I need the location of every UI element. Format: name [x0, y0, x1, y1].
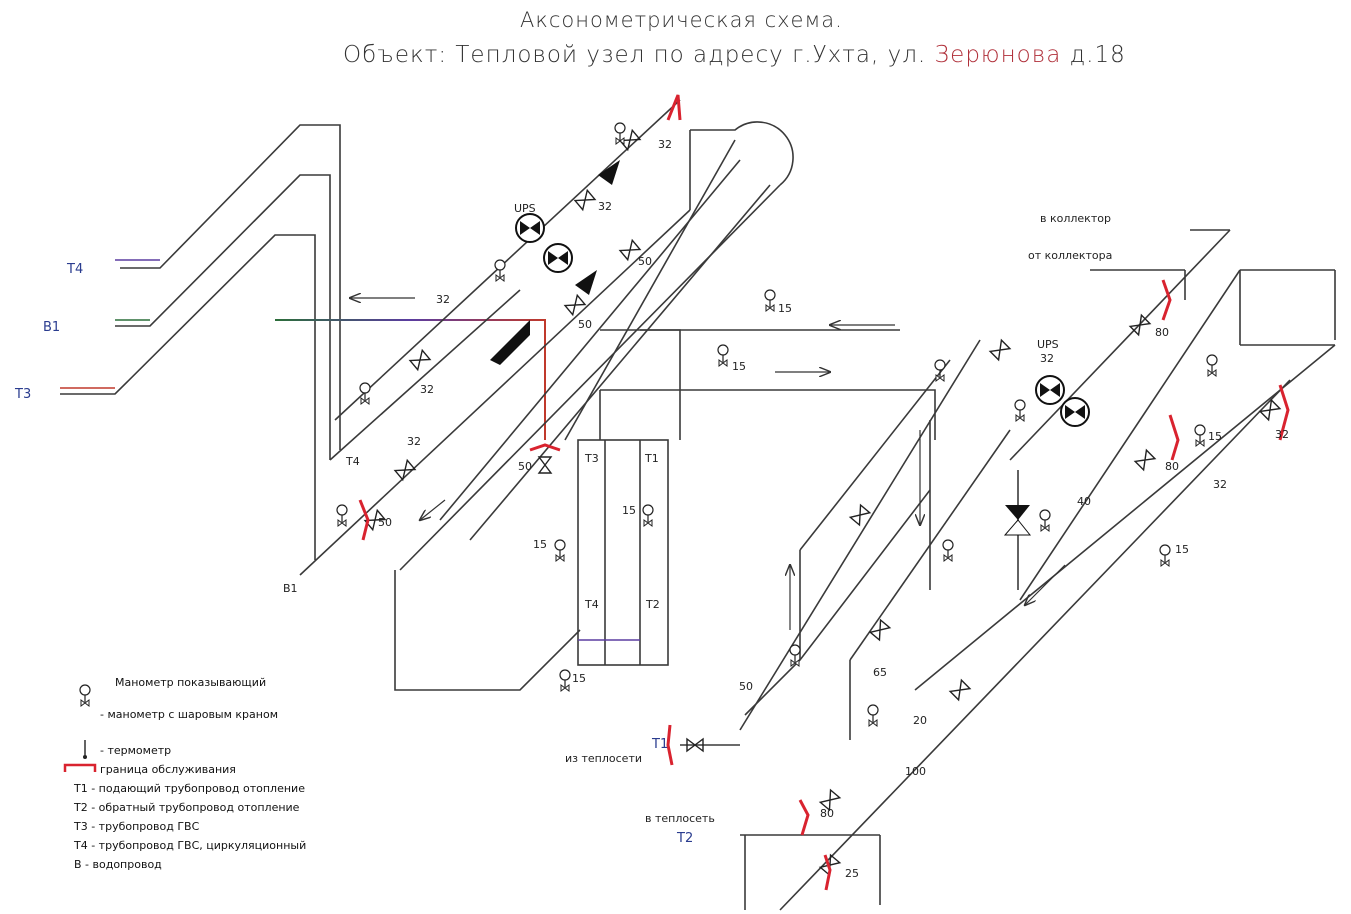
right-pipes: [640, 229, 1336, 911]
pumps: [515, 213, 1090, 427]
expansion-cylinder: [439, 159, 771, 541]
flow-arrows: [420, 325, 1066, 630]
label-dn25: 25: [845, 867, 859, 880]
label-t3b: Т3: [584, 452, 599, 465]
label-t4: Т4: [66, 262, 83, 277]
upper-diagonal-pipes: [299, 99, 794, 576]
label-dn32b: 32: [658, 138, 672, 151]
label-dn15b: 15: [732, 360, 746, 373]
label-dn20: 20: [913, 714, 927, 727]
label-pump2-dn: 32: [1040, 352, 1054, 365]
riser-pipes: [60, 124, 341, 560]
label-dn15g: 15: [1175, 543, 1189, 556]
legend-t3: Т3 - трубопровод ГВС: [74, 820, 200, 833]
label-dn15e: 15: [572, 672, 586, 685]
label-dn15f: 15: [1208, 430, 1222, 443]
label-t1b: Т1: [644, 452, 659, 465]
label-pump1: UPS: [514, 202, 536, 215]
label-to-collector: в коллектор: [1040, 212, 1111, 225]
label-dn50a: 50: [638, 255, 652, 268]
label-pump2: UPS: [1037, 338, 1059, 351]
label-dn80c: 80: [820, 807, 834, 820]
label-t4c: Т4: [345, 455, 360, 468]
label-dn65: 65: [873, 666, 887, 679]
label-t4b: Т4: [584, 598, 599, 611]
label-dn32g: 32: [1213, 478, 1227, 491]
check-valves: [490, 160, 1032, 536]
label-dn32c: 32: [598, 200, 612, 213]
legend-t1: Т1 - подающий трубопровод отопление: [74, 782, 305, 795]
label-dn32e: 32: [407, 435, 421, 448]
scheme-title: Аксонометрическая схема.: [520, 8, 843, 32]
legend-manometer: Манометр показывающий: [115, 676, 267, 689]
label-to-heatnet: в теплосеть: [645, 812, 715, 825]
pipe-labels: Т4 В1 Т3 Т1 Т2: [14, 262, 693, 846]
legend-t2: Т2 - обратный трубопровод отопление: [74, 801, 300, 814]
legend-manometer-valve: - манометр с шаровым краном: [100, 708, 278, 721]
heat-exchanger: [394, 329, 936, 691]
label-dn32f: 32: [1275, 428, 1289, 441]
label-dn80b: 80: [1165, 460, 1179, 473]
house-number: д.18: [1061, 42, 1126, 68]
node-labels: Т3 Т1 Т4 Т2 В1 Т4 UPS UPS 32 в коллектор…: [283, 138, 1289, 880]
label-dn80a: 80: [1155, 326, 1169, 339]
label-from-heatnet: из теплосети: [565, 752, 642, 765]
label-t3: Т3: [14, 387, 31, 402]
legend-t4: Т4 - трубопровод ГВС, циркуляционный: [74, 839, 307, 852]
legend-b1: В - водопровод: [74, 858, 162, 871]
label-t2b: Т2: [645, 598, 660, 611]
legend-thermometer: - термометр: [100, 744, 172, 757]
pipe-t3-horizontal: [275, 319, 546, 440]
label-t2: Т2: [676, 831, 693, 846]
label-dn15d: 15: [622, 504, 636, 517]
label-dn15c: 15: [533, 538, 547, 551]
label-b1b: В1: [283, 582, 298, 595]
legend-symbols: [63, 684, 97, 772]
label-dn32d: 32: [420, 383, 434, 396]
label-dn40: 40: [1077, 495, 1091, 508]
label-dn15a: 15: [778, 302, 792, 315]
service-boundaries: [358, 94, 1290, 891]
scheme-object: Объект: Тепловой узел по адресу г.Ухта, …: [343, 42, 1126, 68]
label-dn50b: 50: [578, 318, 592, 331]
street-name: Зерюнова: [934, 42, 1062, 68]
label-b1: В1: [43, 320, 60, 335]
label-dn50e: 50: [739, 680, 753, 693]
label-dn100: 100: [905, 765, 926, 778]
label-from-collector: от коллектора: [1028, 249, 1112, 262]
label-t1: Т1: [651, 737, 668, 752]
label-dn50d: 50: [378, 516, 392, 529]
label-dn50c: 50: [518, 460, 532, 473]
label-dn32a: 32: [436, 293, 450, 306]
legend-boundary: граница обслуживания: [100, 763, 236, 776]
object-prefix: Объект: Тепловой узел по адресу г.Ухта, …: [343, 42, 935, 68]
